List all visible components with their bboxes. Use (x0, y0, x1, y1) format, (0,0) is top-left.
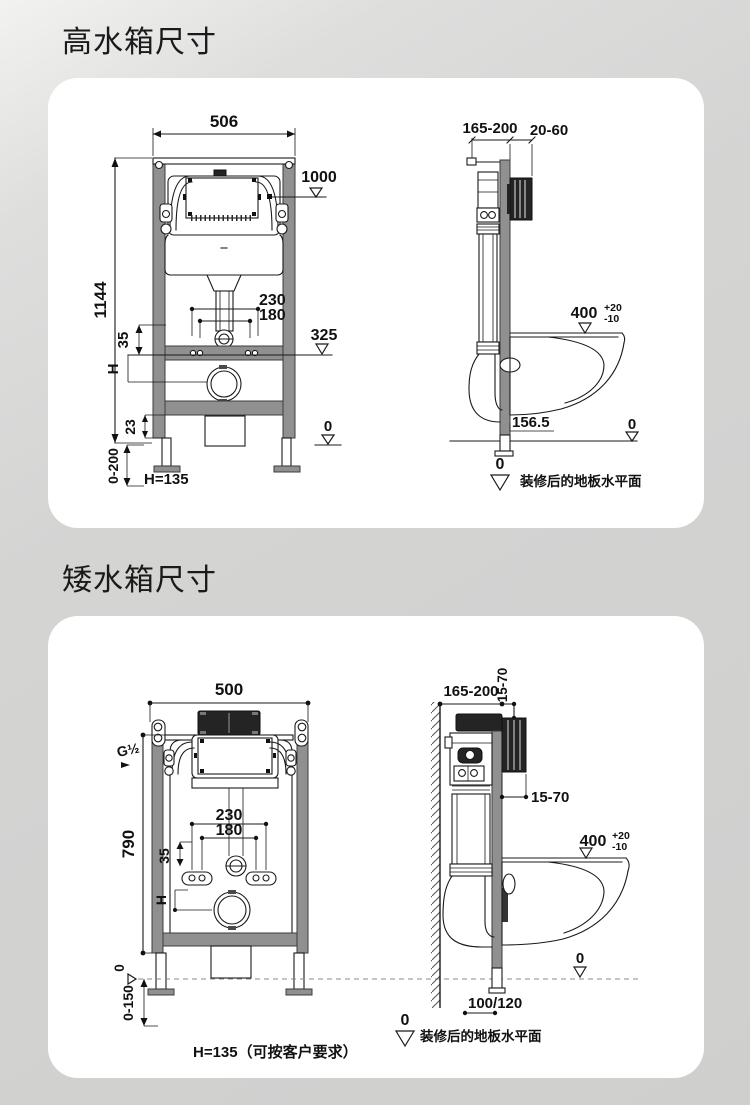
tolerance-plus: +20 (612, 830, 630, 842)
leg-adjust-range: 0-200 (105, 448, 121, 484)
h-note: H=135 (144, 471, 189, 488)
level-325: 325 (311, 327, 338, 344)
low-tank-card: 500 G½ (48, 616, 704, 1078)
dim-35: 35 (115, 332, 132, 349)
level-marker-icon (577, 322, 593, 335)
level-marker-icon (127, 972, 138, 986)
dim-230: 230 (216, 807, 243, 824)
leg-adjust-range: 0-150 (120, 985, 136, 1021)
level-0: 0 (324, 418, 332, 435)
low-tank-side-view: 165-200 15-70 (394, 668, 630, 1048)
bowl-height: 400 (580, 833, 607, 850)
dim-width: 506 (210, 112, 238, 131)
floor-note: 装修后的地板水平面 (519, 473, 642, 489)
outlet-size: 100/120 (468, 995, 522, 1012)
dim-depth-range: 165-200 (443, 683, 498, 700)
level-0: 0 (112, 964, 127, 972)
tolerance-plus: +20 (604, 302, 622, 314)
dim-230: 230 (259, 292, 286, 309)
h-label: H (105, 364, 122, 375)
dim-plate-range: 15-70 (531, 789, 569, 806)
low-tank-section-title: 矮水箱尺寸 (62, 564, 217, 597)
floor-zero: 0 (401, 1012, 410, 1029)
dim-depth-range: 165-200 (462, 120, 517, 137)
tolerance-minus: -10 (612, 841, 627, 853)
low-tank-front-view: 500 G½ (112, 680, 640, 1061)
h-label: H (153, 895, 169, 905)
floor-note: 装修后的地板水平面 (419, 1028, 542, 1044)
level-marker-icon (320, 434, 336, 446)
wall-hatch (431, 702, 440, 1008)
level-0: 0 (628, 416, 636, 433)
inlet-thread-label: G½ (115, 740, 141, 760)
level-marker-icon (578, 847, 594, 860)
level-marker-icon (308, 187, 324, 199)
low-tank-drawing: 500 G½ (112, 668, 640, 1061)
high-tank-front-view: 506 1144 (91, 112, 342, 488)
dim-180: 180 (216, 822, 243, 839)
high-tank-card: 506 1144 (48, 78, 704, 528)
high-tank-side-view: 165-200 20-60 (449, 120, 642, 492)
high-tank-section-title: 高水箱尺寸 (62, 26, 217, 59)
high-tank-drawing: 506 1144 (91, 112, 642, 492)
level-marker-icon (624, 431, 640, 443)
dim-height: 790 (119, 830, 138, 858)
floor-level-marker-icon (394, 1030, 416, 1048)
dim-height: 1144 (91, 281, 110, 318)
dim-width: 500 (215, 680, 243, 699)
level-0: 0 (576, 950, 584, 967)
dim-plate-depth: 20-60 (530, 122, 568, 139)
dim-top-range: 15-70 (495, 668, 510, 703)
h-note: H=135（可按客户要求） (193, 1043, 358, 1061)
floor-level-marker-icon (489, 474, 511, 492)
inlet-arrow-icon (121, 762, 130, 768)
level-marker-icon (572, 966, 588, 979)
dim-180: 180 (259, 307, 286, 324)
floor-zero: 0 (496, 456, 505, 473)
bowl-height: 400 (571, 305, 598, 322)
dim-35: 35 (156, 848, 172, 864)
plate-height-1000: 1000 (301, 169, 337, 186)
dim-23: 23 (122, 419, 138, 435)
dim-156-5: 156.5 (512, 414, 550, 431)
tolerance-minus: -10 (604, 313, 619, 325)
